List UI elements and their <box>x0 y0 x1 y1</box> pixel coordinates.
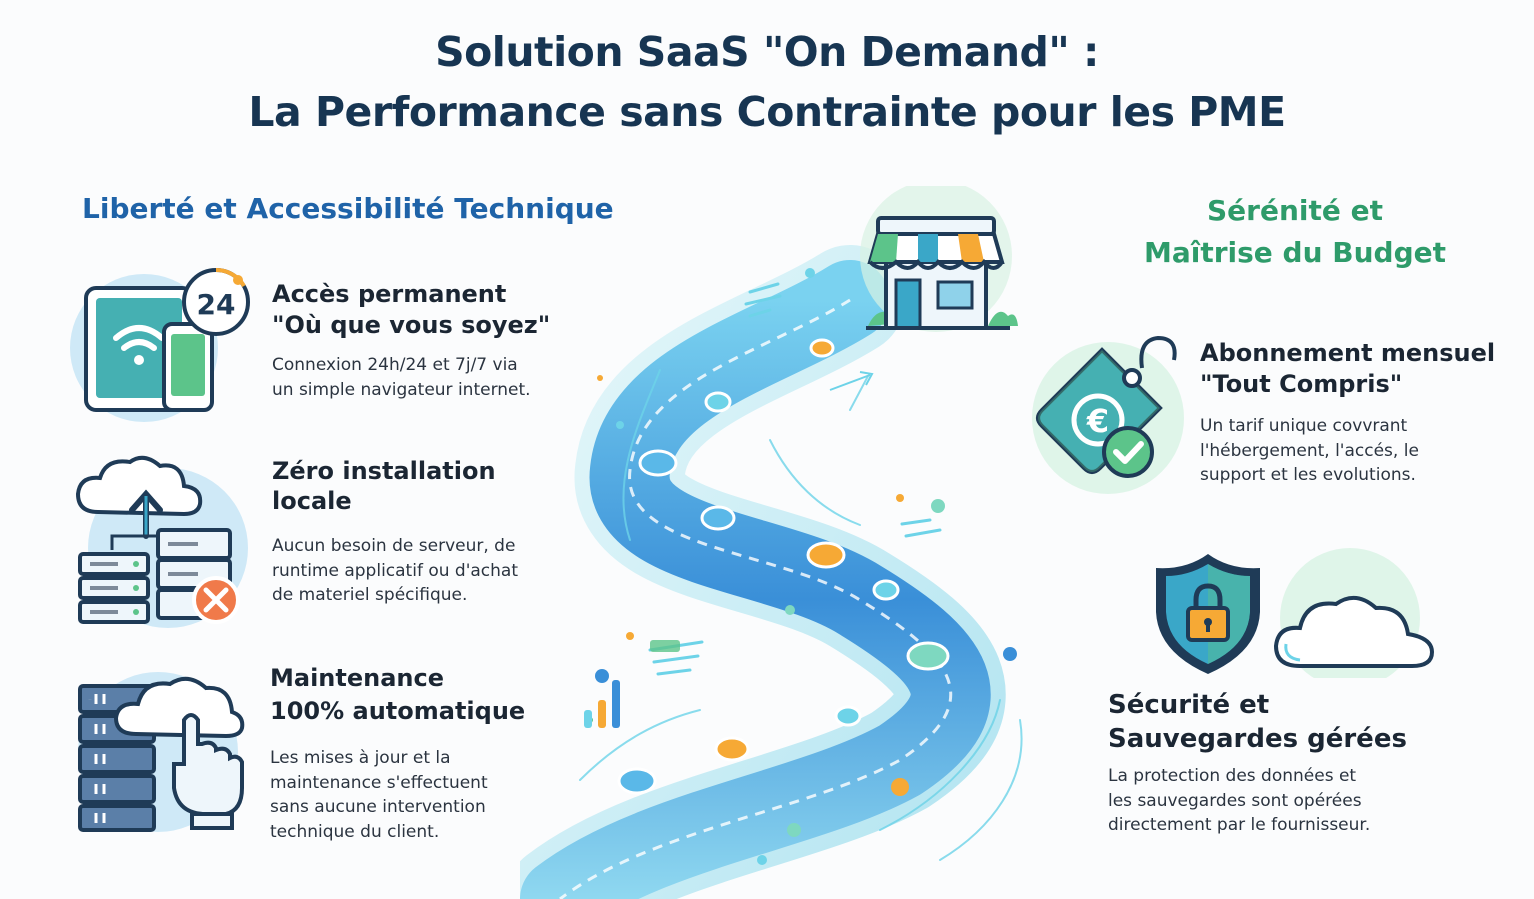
road-waypoint <box>704 391 732 413</box>
security-icon-wrap <box>1150 548 1440 678</box>
feature-text-line: Aucun besoin de serveur, de <box>272 536 516 556</box>
feature-text-line: un simple navigateur internet. <box>272 379 531 400</box>
feature-title-line: Sécurité et <box>1108 690 1270 720</box>
feature-title-line: "Tout Compris" <box>1200 370 1403 398</box>
price-tag-icon-wrap: € <box>1028 334 1188 494</box>
road-waypoint <box>638 449 678 477</box>
feature-text-line: La protection des données et <box>1108 766 1357 786</box>
price-tag-euro-icon: € <box>1032 335 1184 494</box>
feature-text-line: de materiel spécifique. <box>272 585 468 605</box>
page-title-line-2: La Performance sans Contrainte pour les … <box>248 88 1286 136</box>
road-waypoint <box>714 736 750 762</box>
feature-description: Aucun besoin de serveur, de runtime appl… <box>272 534 572 608</box>
road-waypoint <box>617 767 657 795</box>
road-center-line <box>559 298 953 899</box>
clock-24-label: 24 <box>197 288 236 321</box>
devices-wifi-icon: 24 <box>70 267 250 422</box>
road-illustration <box>520 180 1080 899</box>
shop-icon <box>860 186 1018 332</box>
feature-text-line: directement par le fournisseur. <box>1108 815 1371 835</box>
feature-title: Maintenance 100% automatique <box>270 662 570 728</box>
feature-subscription: Abonnement mensuel "Tout Compris" Un tar… <box>1200 338 1530 488</box>
feature-installation: Zéro installation locale Aucun besoin de… <box>272 456 572 608</box>
right-heading-line-1: Sérénité et <box>1207 194 1383 227</box>
feature-text-line: runtime applicatif ou d'achat <box>272 560 519 581</box>
feature-title: Accès permanent "Où que vous soyez" <box>272 279 572 341</box>
feature-text-line: sans aucune intervention <box>270 797 486 817</box>
road-waypoint <box>834 705 862 727</box>
feature-text-line: Les mises à jour et la <box>270 748 451 768</box>
feature-access: Accès permanent "Où que vous soyez" Conn… <box>272 279 572 402</box>
feature-text-line: Un tarif unique covvrant <box>1200 416 1408 436</box>
feature-title-line: Zéro installation <box>272 457 496 485</box>
page-title-line-1: Solution SaaS "On Demand" : <box>435 28 1099 76</box>
feature-text-line: Connexion 24h/24 et 7j/7 via <box>272 355 518 375</box>
feature-maintenance: Maintenance 100% automatique Les mises à… <box>270 662 570 844</box>
feature-description: Un tarif unique covvrant l'hébergement, … <box>1200 414 1530 488</box>
right-section-heading: Sérénité et Maîtrise du Budget <box>1090 190 1500 274</box>
road-waypoint <box>806 541 846 569</box>
feature-title-line: "Où que vous soyez" <box>272 311 551 339</box>
feature-description: Connexion 24h/24 et 7j/7 via un simple n… <box>272 353 572 402</box>
feature-title: Abonnement mensuel "Tout Compris" <box>1200 338 1530 400</box>
feature-text-line: les sauvegardes sont opérées <box>1108 790 1362 811</box>
road-waypoint <box>906 641 950 671</box>
feature-description: Les mises à jour et la maintenance s'eff… <box>270 746 570 844</box>
feature-description: La protection des données et les sauvega… <box>1108 764 1438 838</box>
euro-symbol: € <box>1086 402 1109 440</box>
shield-lock-cloud-icon <box>1156 548 1435 678</box>
feature-text-line: maintenance s'effectuent <box>270 772 488 793</box>
robot-hand-cloud-icon <box>78 672 245 832</box>
feature-title-line: Maintenance <box>270 664 445 692</box>
road-waypoint <box>872 579 900 601</box>
road-graphic <box>520 245 1023 899</box>
shop-icon-wrap <box>858 186 1018 336</box>
left-section-heading: Liberté et Accessibilité Technique <box>82 192 614 225</box>
devices-icon-wrap: 24 <box>68 266 258 426</box>
right-heading-line-2: Maîtrise du Budget <box>1143 236 1446 269</box>
feature-title-line: Abonnement mensuel <box>1200 339 1496 367</box>
feature-title-line: Sauvegardes gérées <box>1108 724 1407 754</box>
feature-security: Sécurité et Sauvegardes gérées La protec… <box>1108 688 1438 838</box>
feature-title-line: 100% automatique <box>270 697 526 725</box>
feature-title-line: Accès permanent <box>272 280 507 308</box>
feature-text-line: l'hébergement, l'accés, le <box>1200 440 1419 461</box>
feature-text-line: technique du client. <box>270 821 440 842</box>
feature-text-line: support et les evolutions. <box>1200 465 1416 485</box>
feature-title: Zéro installation locale <box>272 456 572 516</box>
maintenance-icon-wrap <box>66 664 256 844</box>
road-waypoint <box>700 505 736 531</box>
servers-icon-wrap <box>68 452 258 632</box>
feature-title-line: locale <box>272 487 352 515</box>
cloud-upload-servers-icon <box>75 455 248 628</box>
road-waypoint <box>809 338 835 358</box>
feature-title: Sécurité et Sauvegardes gérées <box>1108 688 1438 756</box>
